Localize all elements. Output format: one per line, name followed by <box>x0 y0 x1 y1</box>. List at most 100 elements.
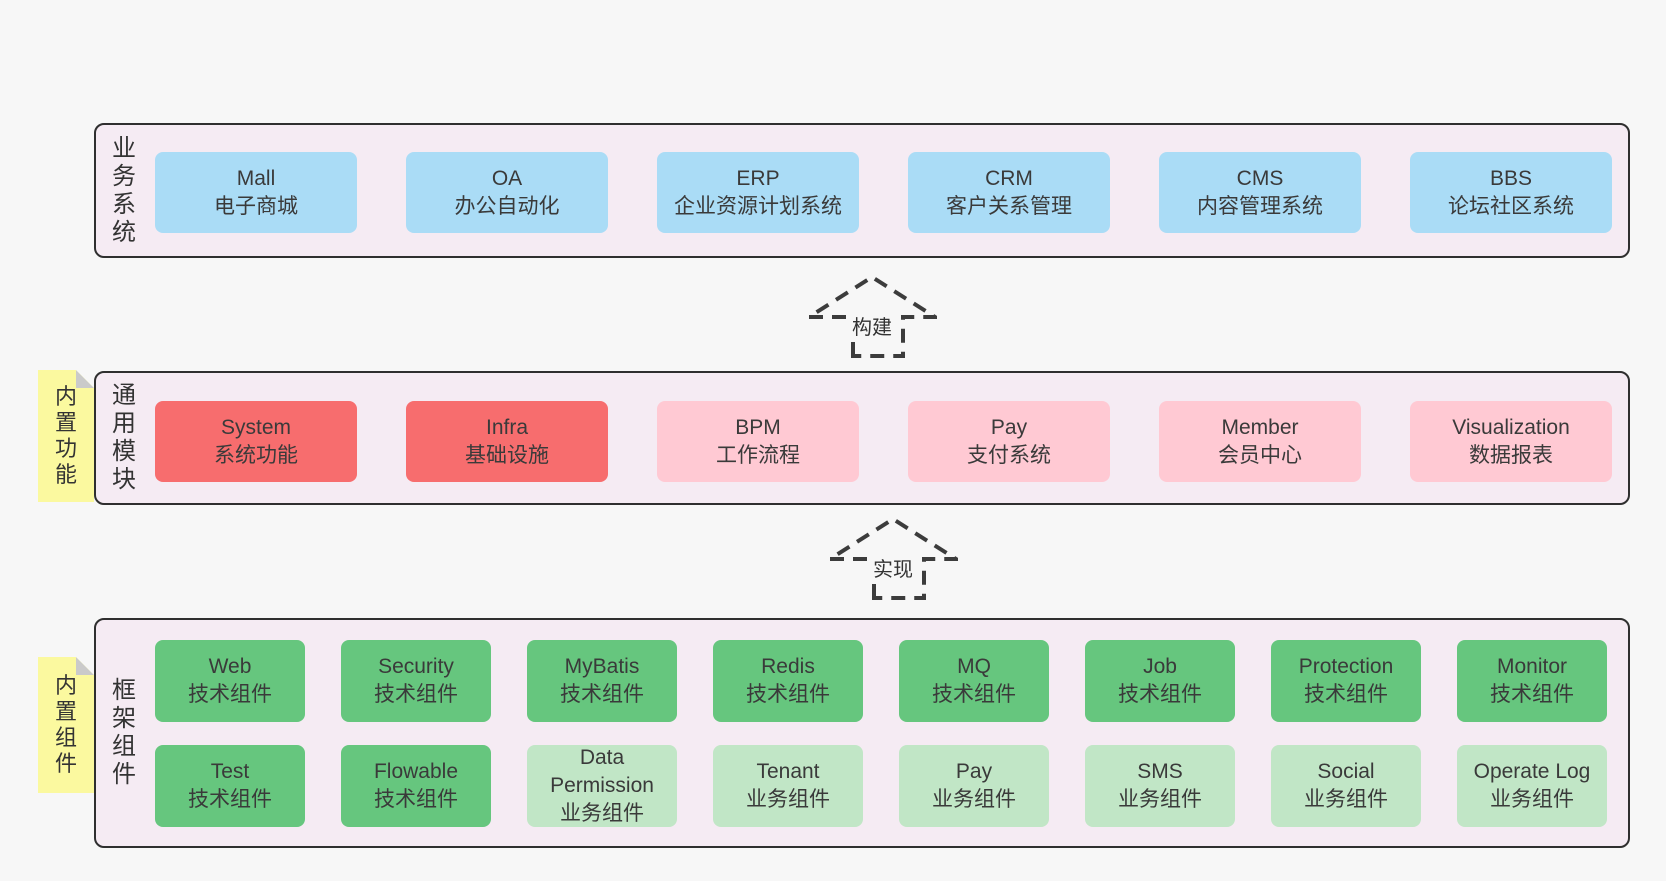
box-redis-desc: 技术组件 <box>746 683 830 706</box>
layer-business-systems: 业务系统 Mall 电子商城 OA 办公自动化 ERP 企业资源计划系统 CRM… <box>94 123 1630 258</box>
box-security: Security 技术组件 <box>341 640 491 722</box>
box-bpm-desc: 工作流程 <box>716 443 800 467</box>
box-member-desc: 会员中心 <box>1218 443 1302 467</box>
box-test-desc: 技术组件 <box>188 788 272 811</box>
box-data-permission: Data Permission 业务组件 <box>527 745 677 827</box>
box-mall-desc: 电子商城 <box>214 194 298 218</box>
box-visualization-desc: 数据报表 <box>1469 443 1553 467</box>
sticky-builtin-components-label: 内置组件 <box>54 673 77 776</box>
box-redis-name: Redis <box>761 655 815 678</box>
box-social: Social 业务组件 <box>1271 745 1421 827</box>
box-visualization: Visualization 数据报表 <box>1410 401 1612 482</box>
box-tenant-name: Tenant <box>756 760 820 783</box>
box-security-desc: 技术组件 <box>374 683 458 706</box>
box-oa-name: OA <box>491 166 523 190</box>
box-protection: Protection 技术组件 <box>1271 640 1421 722</box>
box-crm: CRM 客户关系管理 <box>908 152 1110 233</box>
arrow-build-label: 构建 <box>849 311 895 340</box>
box-monitor-desc: 技术组件 <box>1490 683 1574 706</box>
layer-framework-components: 框架组件 Web 技术组件 Security 技术组件 MyBatis 技术组件… <box>94 618 1630 848</box>
box-protection-name: Protection <box>1298 655 1394 678</box>
box-bpm-name: BPM <box>735 415 781 439</box>
box-monitor: Monitor 技术组件 <box>1457 640 1607 722</box>
arrow-up-icon <box>828 516 958 600</box>
box-mq-name: MQ <box>957 655 991 678</box>
box-mall: Mall 电子商城 <box>155 152 357 233</box>
arrow-build: 构建 <box>807 274 937 359</box>
box-cms-name: CMS <box>1236 166 1284 190</box>
sticky-builtin-features-label: 内置功能 <box>54 384 77 487</box>
box-cms-desc: 内容管理系统 <box>1197 194 1323 218</box>
box-data-permission-desc: 业务组件 <box>560 802 644 825</box>
arrow-up-icon <box>807 274 937 358</box>
box-operate-log-desc: 业务组件 <box>1490 788 1574 811</box>
box-job-name: Job <box>1143 655 1177 678</box>
box-test-name: Test <box>210 760 250 783</box>
box-social-name: Social <box>1317 760 1375 783</box>
box-mall-name: Mall <box>236 166 276 190</box>
box-bbs-name: BBS <box>1489 166 1533 190</box>
box-bpm: BPM 工作流程 <box>657 401 859 482</box>
box-mq-desc: 技术组件 <box>932 683 1016 706</box>
box-test: Test 技术组件 <box>155 745 305 827</box>
box-erp-desc: 企业资源计划系统 <box>674 194 842 218</box>
box-mybatis: MyBatis 技术组件 <box>527 640 677 722</box>
box-pay-component: Pay 业务组件 <box>899 745 1049 827</box>
box-erp: ERP 企业资源计划系统 <box>657 152 859 233</box>
box-job: Job 技术组件 <box>1085 640 1235 722</box>
box-mybatis-desc: 技术组件 <box>560 683 644 706</box>
box-sms-name: SMS <box>1137 760 1183 783</box>
box-pay-component-name: Pay <box>955 760 993 783</box>
box-bbs-desc: 论坛社区系统 <box>1448 194 1574 218</box>
box-system: System 系统功能 <box>155 401 357 482</box>
layer-business-label: 业务系统 <box>112 134 136 246</box>
box-redis: Redis 技术组件 <box>713 640 863 722</box>
layer-modules-label: 通用模块 <box>112 382 136 493</box>
box-operate-log: Operate Log 业务组件 <box>1457 745 1607 827</box>
box-data-permission-name: Data Permission <box>550 746 654 797</box>
box-pay-system: Pay 支付系统 <box>908 401 1110 482</box>
box-crm-name: CRM <box>985 166 1033 190</box>
arrow-implement-label: 实现 <box>870 553 916 582</box>
box-crm-desc: 客户关系管理 <box>946 194 1072 218</box>
box-social-desc: 业务组件 <box>1304 788 1388 811</box>
box-infra-name: Infra <box>485 415 529 439</box>
box-web-desc: 技术组件 <box>188 683 272 706</box>
box-mybatis-name: MyBatis <box>564 655 640 678</box>
box-erp-name: ERP <box>736 166 780 190</box>
layer-components-label: 框架组件 <box>112 677 136 788</box>
box-pay-system-name: Pay <box>990 415 1028 439</box>
sticky-note-builtin-components: 内置组件 <box>38 657 94 793</box>
sticky-note-builtin-features: 内置功能 <box>38 370 94 502</box>
box-sms-desc: 业务组件 <box>1118 788 1202 811</box>
box-flowable-desc: 技术组件 <box>374 788 458 811</box>
box-oa: OA 办公自动化 <box>406 152 608 233</box>
box-infra: Infra 基础设施 <box>406 401 608 482</box>
box-operate-log-name: Operate Log <box>1473 760 1591 783</box>
box-pay-system-desc: 支付系统 <box>967 443 1051 467</box>
box-protection-desc: 技术组件 <box>1304 683 1388 706</box>
box-cms: CMS 内容管理系统 <box>1159 152 1361 233</box>
box-sms: SMS 业务组件 <box>1085 745 1235 827</box>
box-monitor-name: Monitor <box>1496 655 1568 678</box>
box-mq: MQ 技术组件 <box>899 640 1049 722</box>
box-visualization-name: Visualization <box>1452 415 1570 439</box>
box-system-name: System <box>220 415 291 439</box>
box-infra-desc: 基础设施 <box>465 443 549 467</box>
box-job-desc: 技术组件 <box>1118 683 1202 706</box>
box-member: Member 会员中心 <box>1159 401 1361 482</box>
box-member-name: Member <box>1221 415 1299 439</box>
arrow-implement: 实现 <box>828 516 958 601</box>
layer-common-modules: 通用模块 System 系统功能 Infra 基础设施 BPM 工作流程 Pay… <box>94 371 1630 505</box>
box-pay-component-desc: 业务组件 <box>932 788 1016 811</box>
box-web-name: Web <box>208 655 252 678</box>
box-web: Web 技术组件 <box>155 640 305 722</box>
box-flowable: Flowable 技术组件 <box>341 745 491 827</box>
box-flowable-name: Flowable <box>373 760 459 783</box>
box-oa-desc: 办公自动化 <box>454 194 560 218</box>
box-tenant-desc: 业务组件 <box>746 788 830 811</box>
box-system-desc: 系统功能 <box>214 443 298 467</box>
box-tenant: Tenant 业务组件 <box>713 745 863 827</box>
box-bbs: BBS 论坛社区系统 <box>1410 152 1612 233</box>
